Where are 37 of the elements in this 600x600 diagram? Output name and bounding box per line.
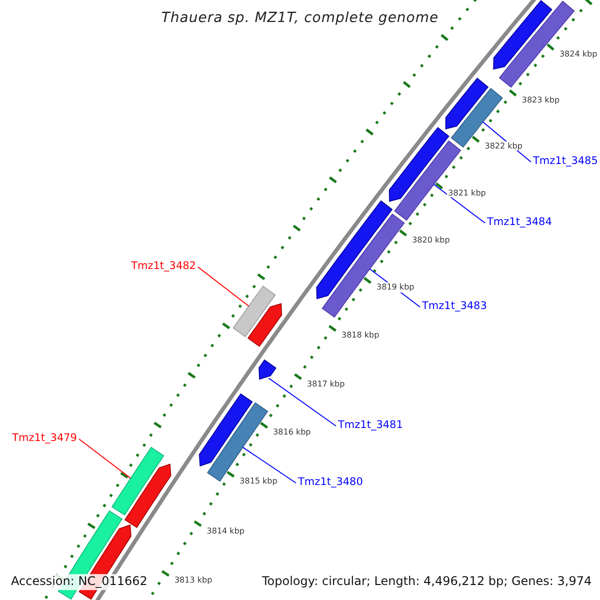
- gene-label: Tmz1t_3485: [533, 154, 598, 168]
- gene-label: Tmz1t_3480: [298, 476, 363, 488]
- leader-line: [198, 266, 250, 307]
- tick-label: 3821 kbp: [447, 188, 487, 198]
- gene-label: Tmz1t_3482: [131, 260, 196, 272]
- gene-feature: [450, 88, 503, 148]
- title: Thauera sp. MZ1T, complete genome: [161, 10, 439, 26]
- gene-label: Tmz1t_3481: [338, 418, 403, 432]
- gene-feature: [445, 78, 489, 130]
- gene-feature: [232, 286, 276, 338]
- tick-label: 3814 kbp: [206, 526, 246, 536]
- info-text: Accession: NC_011662: [9, 574, 150, 590]
- tick-label: 3813 kbp: [173, 576, 214, 585]
- leader-line: [433, 184, 486, 224]
- gene-feature: [124, 464, 172, 528]
- leader-line: [78, 438, 132, 479]
- tick-label: 3818 kbp: [340, 330, 380, 340]
- info-text: Topology: circular; Length: 4,496,212 bp; Genes: 3,974: [260, 574, 594, 590]
- tick-label: 3824 kbp: [558, 49, 598, 59]
- leader-line: [268, 378, 336, 426]
- gene-feature: [258, 359, 276, 380]
- leader-line: [242, 446, 296, 484]
- gene-label: Tmz1t_3479: [12, 432, 77, 444]
- gene-feature: [388, 127, 450, 202]
- gene-feature: [111, 446, 164, 516]
- tick-label: 3817 kbp: [306, 379, 346, 388]
- gene-label: Tmz1t_3484: [487, 216, 552, 228]
- tick-label: 3819 kbp: [376, 282, 416, 292]
- tick-label: 3820 kbp: [411, 235, 451, 245]
- tick-label: 3823 kbp: [520, 95, 561, 105]
- gene-feature: [198, 393, 253, 466]
- tick-label: 3822 kbp: [484, 142, 524, 151]
- gene-feature: [247, 303, 282, 347]
- gene-label: Tmz1t_3483: [422, 300, 487, 312]
- gene-feature: [493, 0, 552, 70]
- tick-label: 3816 kbp: [272, 428, 312, 437]
- tick-label: 3815 kbp: [238, 476, 278, 486]
